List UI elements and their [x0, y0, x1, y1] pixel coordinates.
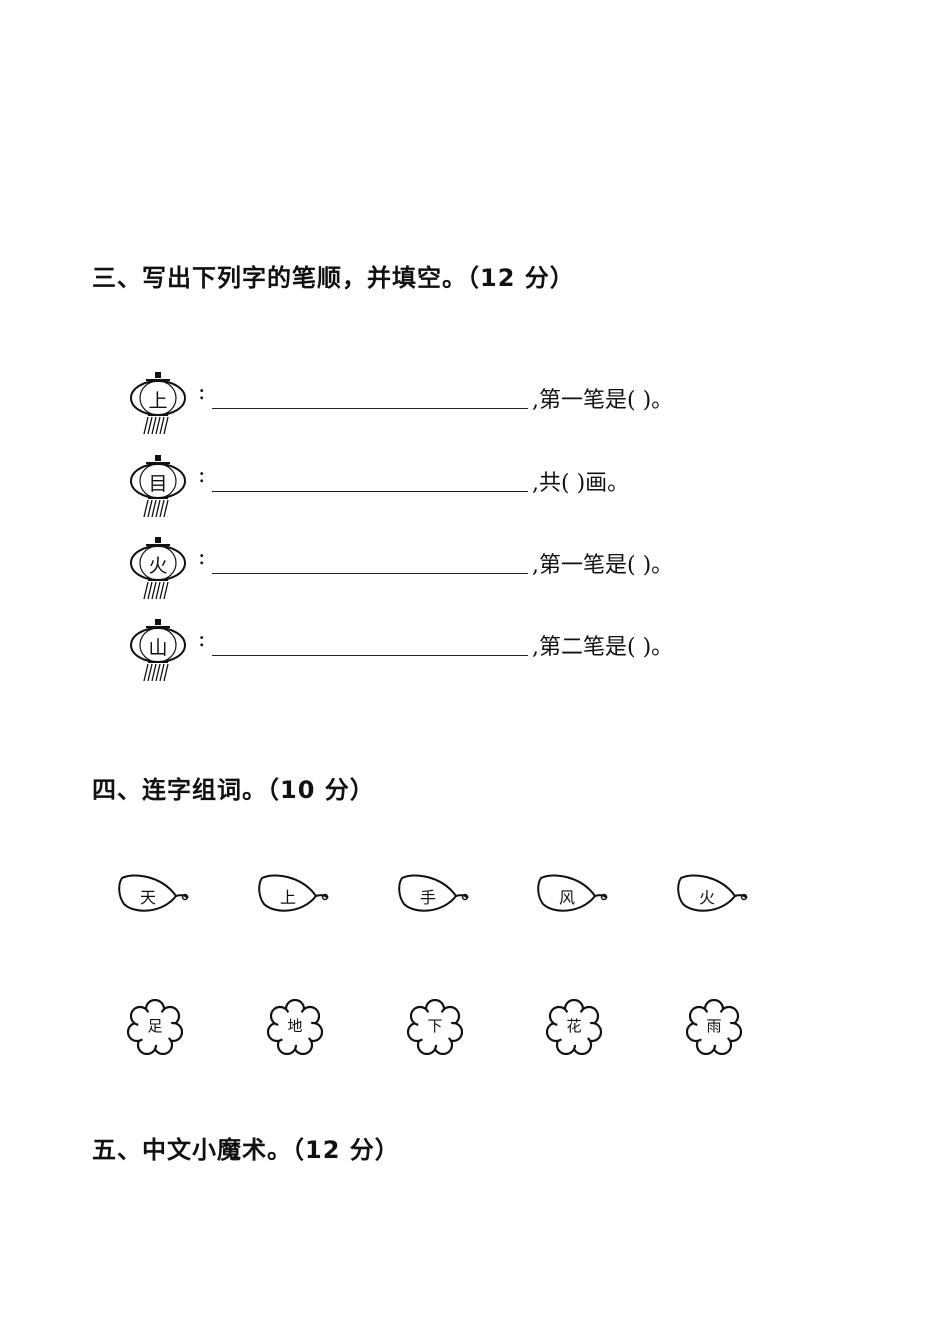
flower-card-5[interactable]: 雨: [685, 998, 743, 1056]
flower-icon: [266, 998, 324, 1056]
flower-char: 地: [287, 1017, 303, 1035]
leaf-icon: [118, 874, 189, 912]
leaf-card-4[interactable]: 风: [535, 870, 611, 920]
question-suffix: ,第二笔是( )。: [532, 635, 674, 660]
leaf-icon: [677, 874, 748, 912]
stroke-row-1: 上 : ,第一笔是( )。: [128, 372, 768, 442]
leaf-char: 天: [139, 888, 156, 907]
leaf-char: 火: [698, 888, 715, 907]
question-suffix: ,第一笔是( )。: [532, 553, 674, 578]
flower-char: 足: [147, 1017, 163, 1035]
section-three-title: 三、写出下列字的笔顺，并填空。（12 分）: [92, 264, 575, 292]
leaf-icon: [258, 874, 329, 912]
answer-blank[interactable]: [212, 573, 528, 574]
stroke-row-4: 山 : ,第二笔是( )。: [128, 619, 768, 689]
colon: :: [198, 463, 206, 488]
leaf-char: 风: [558, 888, 575, 907]
flower-char: 花: [566, 1017, 582, 1035]
flower-char: 下: [427, 1017, 443, 1035]
leaf-card-5[interactable]: 火: [675, 870, 751, 920]
leaf-char: 手: [419, 888, 436, 907]
flower-icon: [406, 998, 464, 1056]
colon: :: [198, 380, 206, 405]
flower-icon: [126, 998, 184, 1056]
lantern-icon: [130, 455, 186, 518]
answer-blank[interactable]: [212, 408, 528, 409]
lantern-char: 火: [148, 555, 168, 577]
section-four-title: 四、连字组词。（10 分）: [92, 776, 375, 804]
leaf-char: 上: [279, 888, 296, 907]
section-five-title: 五、中文小魔术。（12 分）: [92, 1136, 400, 1164]
flower-card-3[interactable]: 下: [406, 998, 464, 1056]
question-suffix: ,第一笔是( )。: [532, 388, 674, 413]
leaf-card-1[interactable]: 天: [116, 870, 192, 920]
colon: :: [198, 627, 206, 652]
lantern-char: 目: [148, 473, 168, 495]
leaf-icon: [398, 874, 469, 912]
flower-card-4[interactable]: 花: [545, 998, 603, 1056]
stroke-row-2: 目 : ,共( )画。: [128, 455, 768, 525]
leaf-card-3[interactable]: 手: [396, 870, 472, 920]
stroke-row-3: 火 : ,第一笔是( )。: [128, 537, 768, 607]
lantern-icon: [130, 372, 186, 435]
lantern-char: 山: [148, 637, 168, 659]
answer-blank[interactable]: [212, 655, 528, 656]
lantern-icon: [130, 537, 186, 600]
colon: :: [198, 545, 206, 570]
leaf-card-2[interactable]: 上: [256, 870, 332, 920]
question-suffix: ,共( )画。: [532, 471, 630, 496]
flower-card-1[interactable]: 足: [126, 998, 184, 1056]
flower-icon: [545, 998, 603, 1056]
flower-card-2[interactable]: 地: [266, 998, 324, 1056]
leaf-icon: [537, 874, 608, 912]
flower-icon: [685, 998, 743, 1056]
answer-blank[interactable]: [212, 491, 528, 492]
lantern-char: 上: [148, 390, 168, 412]
flower-char: 雨: [706, 1017, 722, 1035]
lantern-icon: [130, 619, 186, 682]
